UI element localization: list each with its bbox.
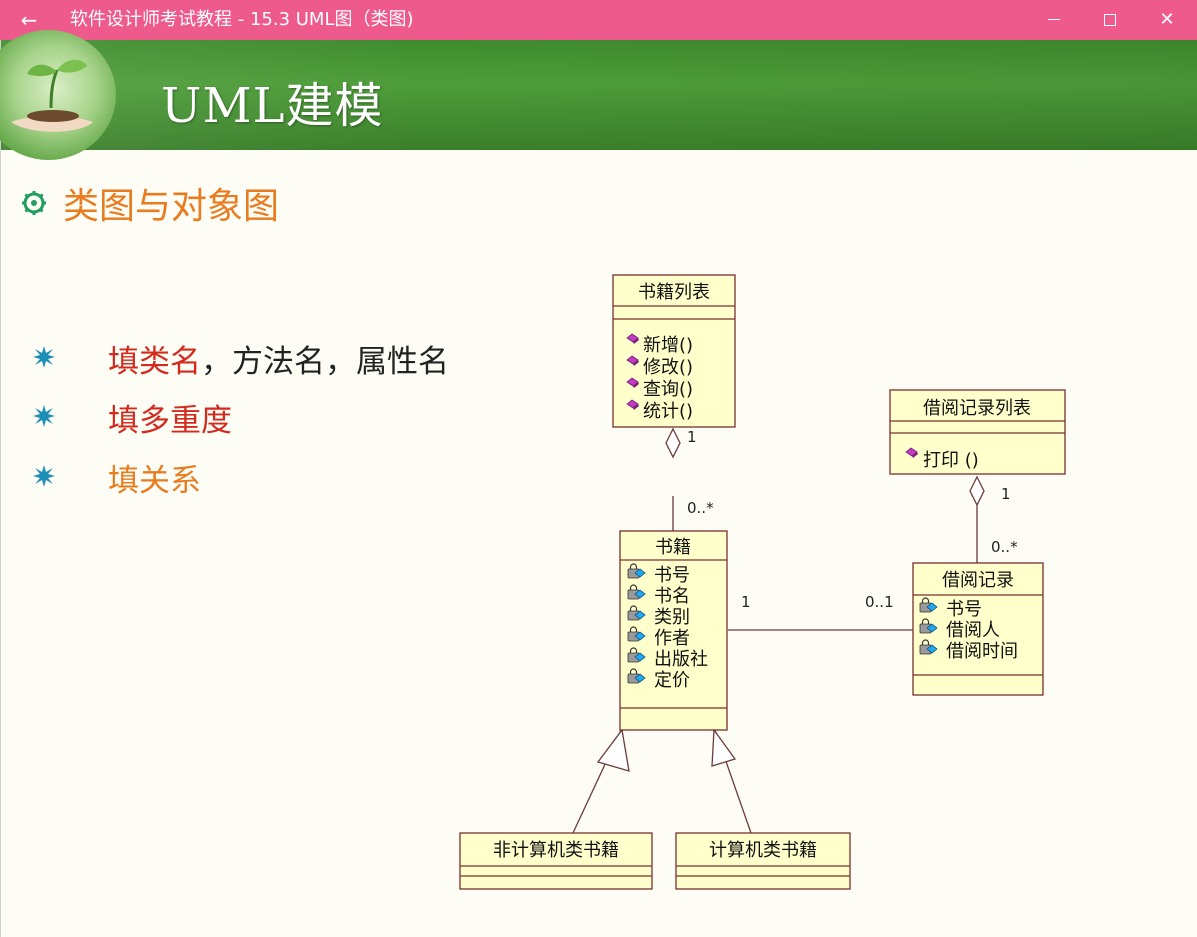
attribute: 书号: [946, 599, 982, 620]
banner-title: UML建模: [161, 78, 384, 134]
class-name: 借阅记录列表: [923, 398, 1031, 419]
starburst-bullet-icon: [33, 465, 55, 487]
mult-booklist-1: 1: [687, 428, 697, 446]
slide-heading: 类图与对象图: [63, 186, 280, 227]
back-arrow-icon[interactable]: ←: [20, 8, 38, 32]
sprout-logo-icon: [0, 30, 116, 160]
mult-assoc-left: 1: [741, 593, 751, 611]
class-name: 书籍: [655, 537, 691, 558]
attribute: 借阅时间: [946, 641, 1018, 662]
class-borrow-record[interactable]: 借阅记录 书号 借阅人 借阅时间: [912, 562, 1044, 696]
minimize-icon: [1048, 19, 1060, 20]
uml-class-diagram: 1 0..* 1 0..* 1 0..1 书籍列表 新增() 修改() 查询()…: [459, 274, 1066, 890]
mult-borrowlist-1: 1: [1001, 485, 1011, 503]
mult-book-0..*: 0..*: [687, 499, 714, 517]
close-icon: ✕: [1159, 9, 1175, 30]
class-name: 非计算机类书籍: [493, 840, 619, 861]
attribute: 出版社: [654, 649, 708, 670]
method: 新增(): [643, 335, 693, 356]
class-book[interactable]: 书籍 书号 书名 类别 作者 出版社 定价: [619, 530, 728, 731]
attribute: 作者: [654, 628, 690, 649]
attribute: 书名: [654, 586, 690, 607]
minimize-button[interactable]: [1026, 0, 1082, 40]
class-borrow-record-list[interactable]: 借阅记录列表 打印 (): [889, 389, 1066, 475]
bullet-1-rest: ，方法名，属性名: [201, 344, 449, 380]
mult-assoc-right: 0..1: [865, 593, 894, 611]
attribute: 类别: [654, 607, 690, 628]
class-name: 计算机类书籍: [709, 840, 817, 861]
attribute: 书号: [654, 565, 690, 586]
bullet-2-highlight: 填多重度: [108, 403, 232, 439]
method: 查询(): [643, 379, 693, 400]
method: 打印 (): [923, 450, 979, 471]
close-button[interactable]: ✕: [1139, 0, 1195, 40]
window-title: 软件设计师考试教程 - 15.3 UML图（类图): [70, 9, 414, 30]
class-book-list[interactable]: 书籍列表 新增() 修改() 查询() 统计(): [612, 274, 736, 428]
class-name: 书籍列表: [638, 282, 710, 303]
bullet-1-highlight: 填类名: [108, 344, 201, 380]
class-name: 借阅记录: [942, 570, 1014, 591]
starburst-bullet-icon: [33, 405, 55, 427]
class-computer-book[interactable]: 计算机类书籍: [675, 832, 851, 890]
attribute: 借阅人: [946, 620, 1000, 641]
class-non-computer-book[interactable]: 非计算机类书籍: [459, 832, 653, 890]
bullet-item-2: 填多重度: [108, 395, 232, 440]
slide-banner: UML建模: [0, 30, 1197, 160]
window-titlebar: ← 软件设计师考试教程 - 15.3 UML图（类图) ✕: [0, 0, 1197, 40]
starburst-bullet-icon: [33, 346, 55, 368]
mult-borrowrecord-0..*: 0..*: [991, 538, 1018, 556]
bullet-item-3: 填关系: [108, 455, 201, 500]
bullet-item-1: 填类名，方法名，属性名: [108, 336, 449, 381]
attribute: 定价: [654, 670, 690, 691]
maximize-button[interactable]: [1082, 0, 1138, 40]
method: 统计(): [643, 401, 693, 422]
method: 修改(): [643, 357, 693, 378]
maximize-icon: [1104, 14, 1116, 26]
gear-bullet-icon: [22, 191, 46, 215]
bullet-3-highlight: 填关系: [108, 463, 201, 499]
slide-canvas: UML建模 类图与对象图 填类名，方法名，属性名 填多重度 填关系: [0, 30, 1197, 937]
